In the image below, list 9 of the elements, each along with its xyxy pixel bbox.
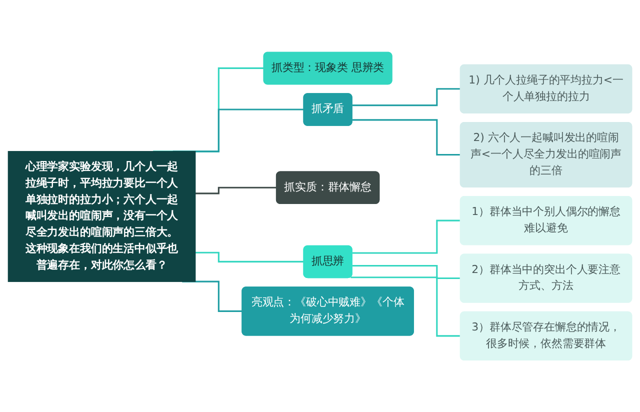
connector [350,276,462,337]
connector [352,264,462,280]
connector [195,186,278,194]
connector [352,220,462,254]
node-box: 心理学家实验发现，几个人一起拉绳子时，平均拉力要比一个人单独拉时的拉力小；六个人一起喊叫发出的喧闹声，没有一个人尽全力发出的喧闹声的三倍大。这种现象在我们的生活中似乎也普遍存在，对此你怎么看？ [8,150,196,282]
connector [195,252,305,263]
connector [352,118,462,156]
connector [182,280,244,312]
connector [352,88,462,106]
